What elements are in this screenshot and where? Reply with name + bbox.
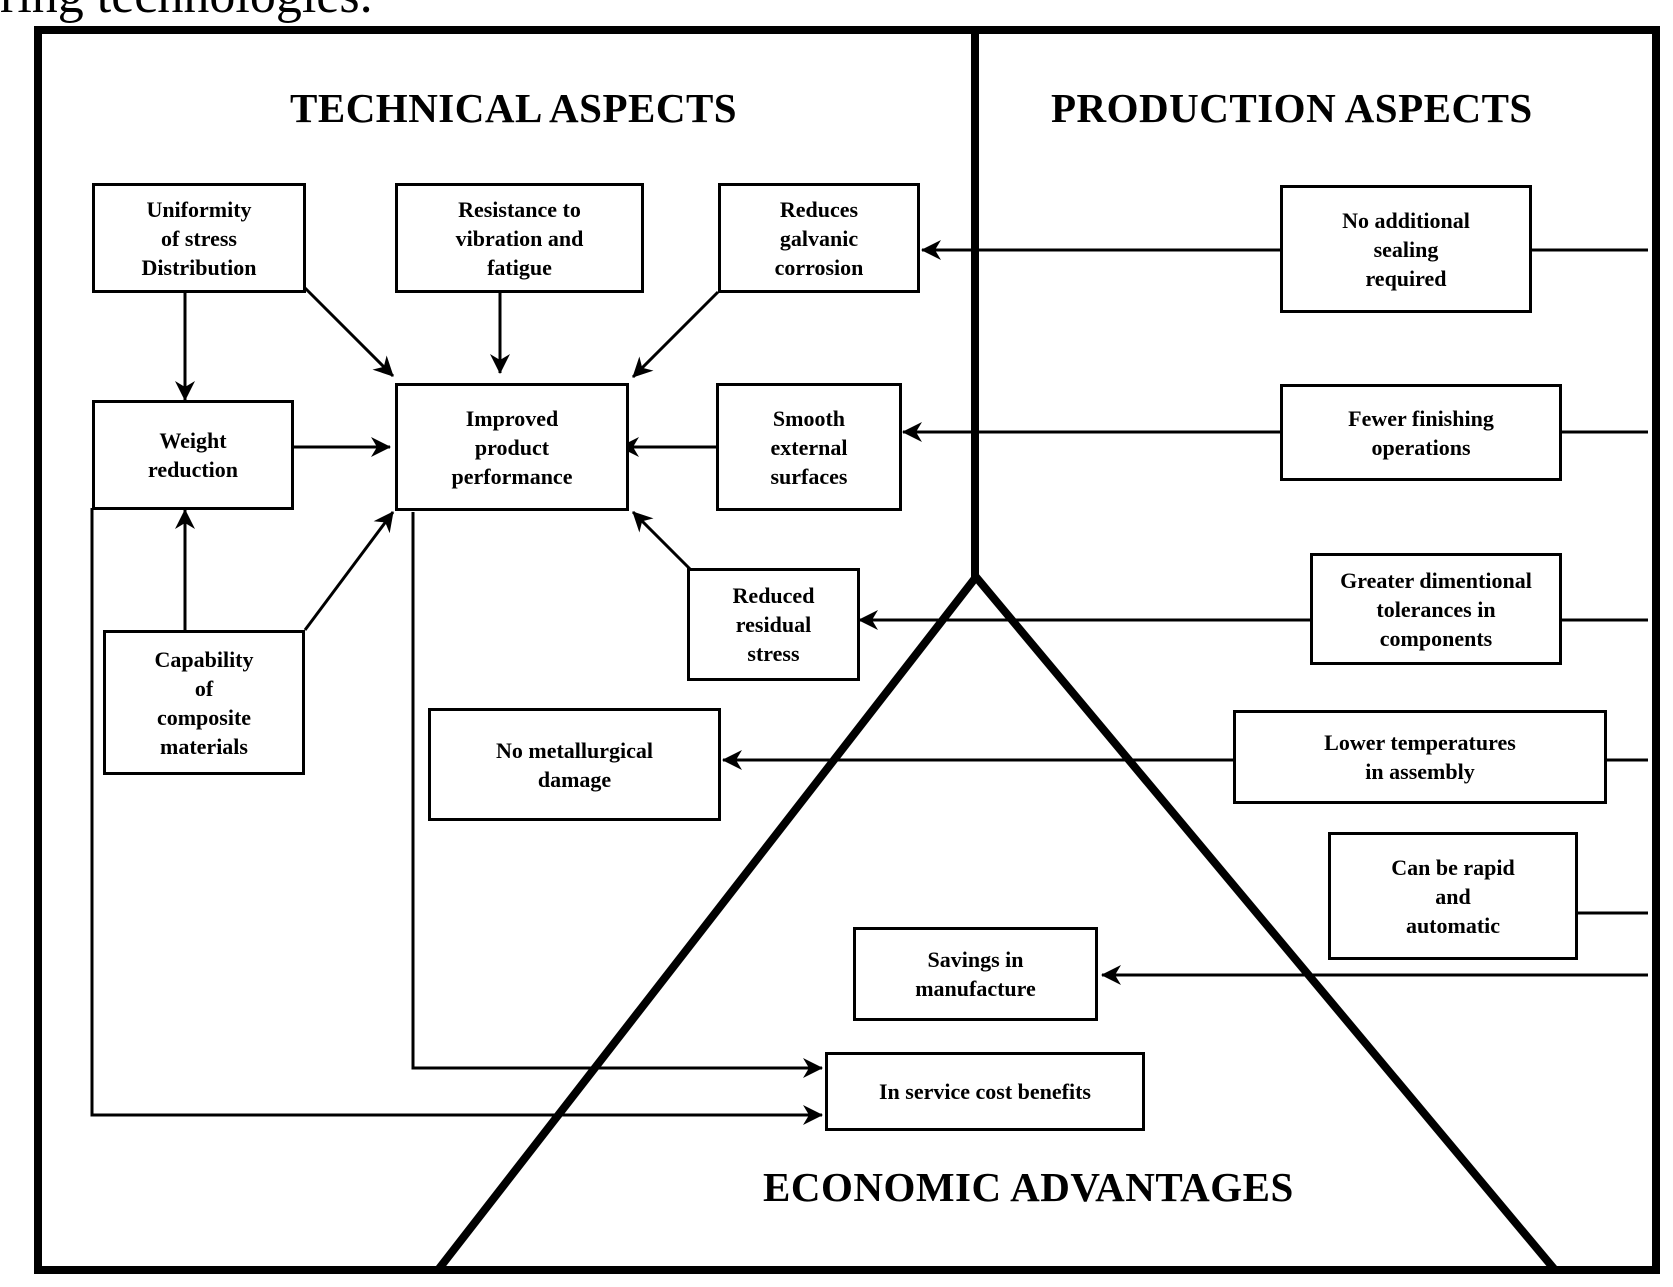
- node-uniformity-of-stress-distribution: Uniformity of stress Distribution: [92, 183, 306, 293]
- node-lower-temperatures-in-assembly: Lower temperatures in assembly: [1233, 710, 1607, 804]
- node-improved-product-performance: Improved product performance: [395, 383, 629, 511]
- node-no-additional-sealing: No additional sealing required: [1280, 185, 1532, 313]
- node-savings-in-manufacture: Savings in manufacture: [853, 927, 1098, 1021]
- node-label: Savings in manufacture: [915, 947, 1036, 1001]
- node-label: Reduces galvanic corrosion: [774, 196, 864, 280]
- arrow-uniformity-to-improved: [303, 286, 395, 378]
- economic-triangle-left: [434, 574, 980, 1273]
- node-in-service-cost-benefits: In service cost benefits: [825, 1052, 1145, 1131]
- arrow-improved-to-service: [411, 512, 823, 1078]
- node-label: In service cost benefits: [878, 1079, 1091, 1104]
- node-label: Fewer finishing operations: [1348, 405, 1494, 460]
- node-smooth-external-surfaces: Smooth external surfaces: [716, 383, 902, 511]
- cropped-header-text: ring technologies.: [0, 0, 373, 25]
- node-no-metallurgical-damage: No metallurgical damage: [428, 708, 721, 821]
- node-label: Smooth external surfaces: [770, 405, 848, 489]
- node-capability-of-composite-materials: Capability of composite materials: [103, 630, 305, 775]
- node-weight-reduction: Weight reduction: [92, 400, 294, 510]
- outer-frame: [34, 26, 1660, 1274]
- node-label: Can be rapid and automatic: [1391, 854, 1515, 938]
- node-reduces-galvanic-corrosion: Reduces galvanic corrosion: [718, 183, 920, 293]
- node-fewer-finishing-operations: Fewer finishing operations: [1280, 384, 1562, 481]
- arrow-weight-to-service: [90, 508, 823, 1125]
- arrow-residual-to-improved: [631, 510, 695, 574]
- node-label: Greater dimentional tolerances in compon…: [1340, 567, 1532, 651]
- production-aspects-title: PRODUCTION ASPECTS: [1051, 85, 1533, 131]
- economic-advantages-title: ECONOMIC ADVANTAGES: [763, 1164, 1294, 1210]
- economic-triangle-right: [972, 574, 1559, 1273]
- technical-aspects-title: TECHNICAL ASPECTS: [290, 85, 738, 131]
- node-can-be-rapid-and-automatic: Can be rapid and automatic: [1328, 832, 1578, 960]
- node-label: Weight reduction: [147, 428, 239, 482]
- node-label: Capability of composite materials: [154, 646, 254, 759]
- node-label: No metallurgical damage: [495, 737, 654, 792]
- node-label: Lower temperatures in assembly: [1324, 730, 1516, 784]
- node-greater-dimentional-tolerances: Greater dimentional tolerances in compon…: [1310, 553, 1562, 665]
- node-label: Resistance to vibration and fatigue: [455, 196, 584, 280]
- node-label: Uniformity of stress Distribution: [141, 196, 257, 280]
- node-label: Reduced residual stress: [732, 583, 815, 666]
- node-reduced-residual-stress: Reduced residual stress: [687, 568, 860, 681]
- node-label: Improved product performance: [451, 405, 573, 489]
- node-resistance-to-vibration: Resistance to vibration and fatigue: [395, 183, 644, 293]
- node-label: No additional sealing required: [1342, 207, 1470, 291]
- arrow-galvanic-to-improved: [631, 290, 720, 379]
- arrow-capability-to-improved: [303, 511, 395, 631]
